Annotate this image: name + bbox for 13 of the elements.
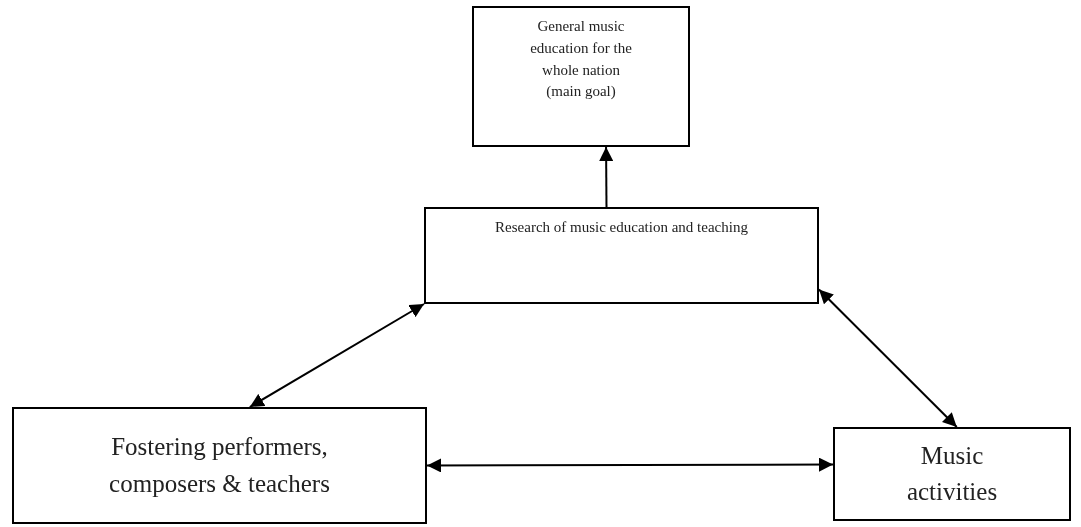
box-text: Music activities	[905, 440, 999, 507]
text-box	[472, 6, 690, 147]
arrow	[248, 303, 425, 408]
text-box	[424, 207, 819, 304]
box-text: (main goal)	[546, 82, 616, 102]
box-text: General music education for the whole nation	[529, 17, 633, 80]
arrow	[599, 146, 614, 208]
arrow	[426, 457, 834, 473]
text-box	[833, 427, 1071, 521]
text-box	[12, 407, 427, 524]
box-text: Fostering performers, composers & teachers	[108, 432, 331, 499]
arrow	[818, 288, 958, 428]
box-text: Research of music education and teaching	[495, 218, 748, 237]
